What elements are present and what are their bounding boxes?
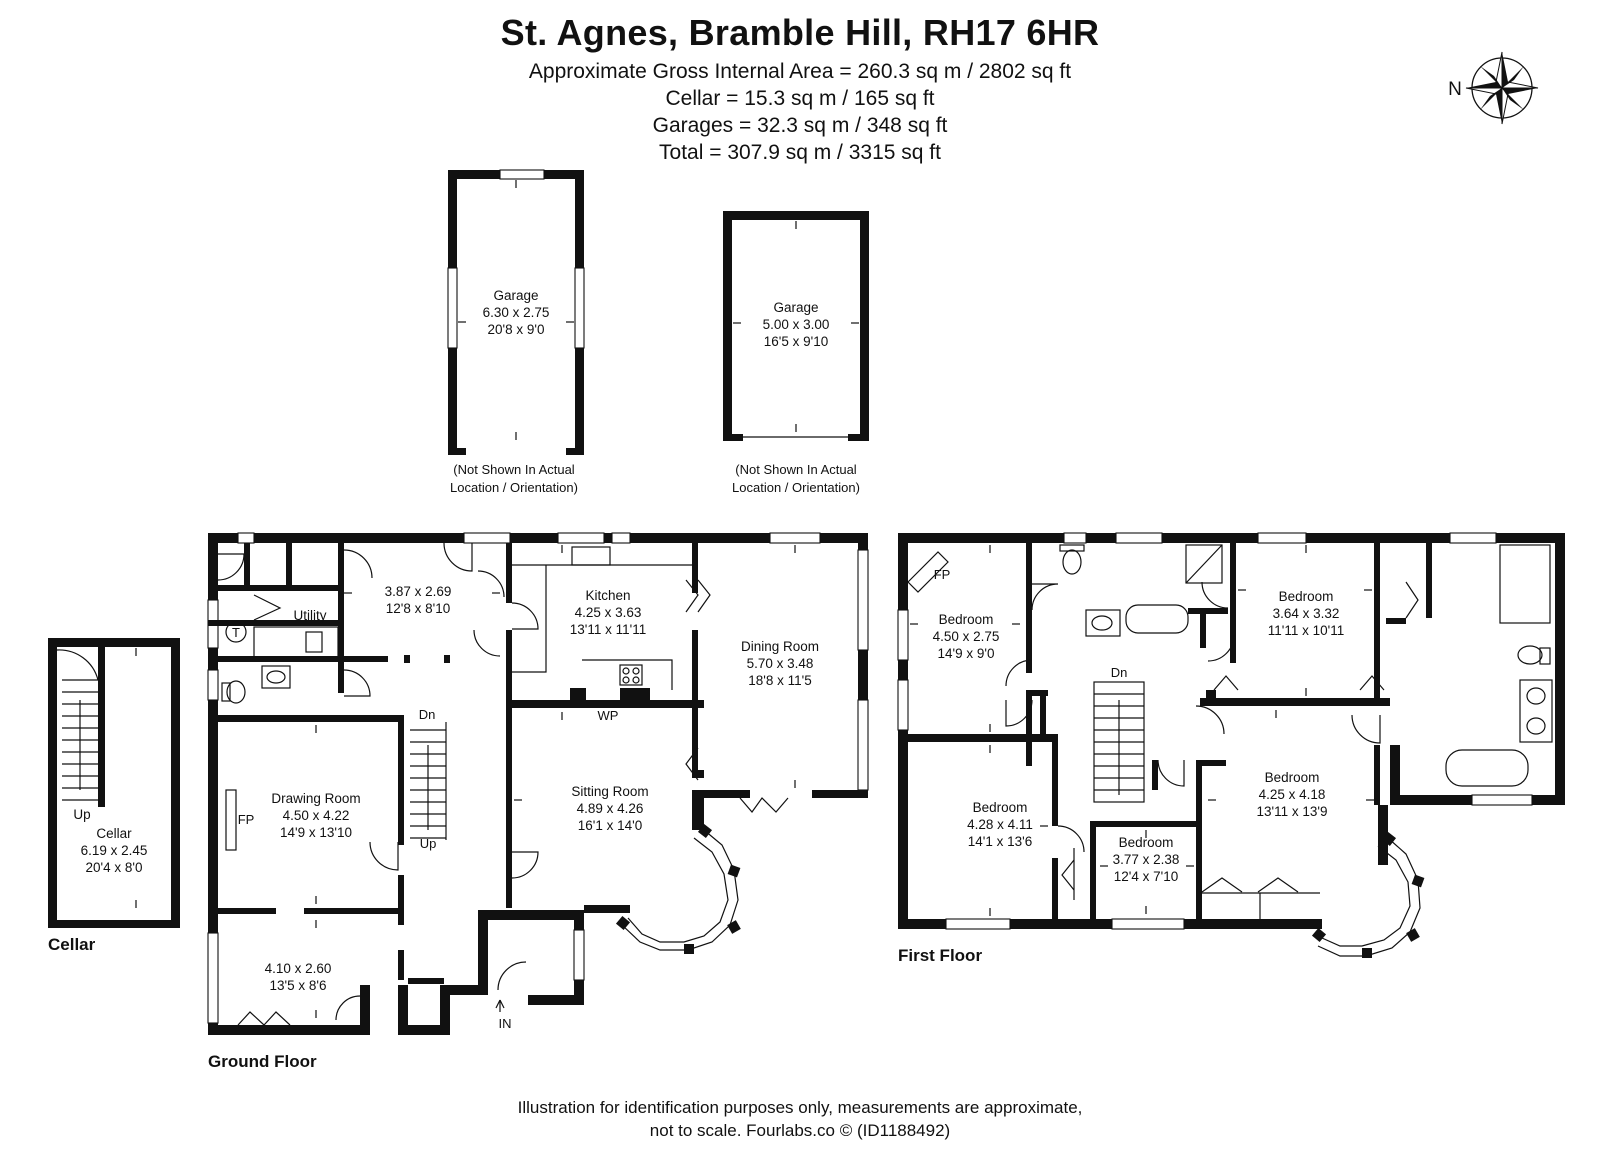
hall-metric: 3.87 x 2.69: [385, 584, 452, 599]
sitting-room-name: Sitting Room: [571, 784, 648, 799]
bedroom-5-imperial: 13'11 x 13'9: [1257, 804, 1328, 819]
area-summary: Approximate Gross Internal Area = 260.3 …: [0, 58, 1600, 166]
first-floor-plan: [897, 532, 1565, 958]
front-room-imperial: 13'5 x 8'6: [270, 978, 327, 993]
dining-room-metric: 5.70 x 3.48: [747, 656, 814, 671]
bedroom-1-name: Bedroom: [939, 612, 994, 627]
garage-1-imperial: 20'8 x 9'0: [488, 322, 545, 337]
garage-1-note-line2: Location / Orientation): [450, 480, 578, 495]
garage-1-plan: [447, 169, 585, 455]
disclaimer-line2: not to scale. Fourlabs.co © (ID1188492): [649, 1121, 951, 1140]
garage-2-name: Garage: [773, 300, 818, 315]
front-room-metric: 4.10 x 2.60: [265, 961, 332, 976]
bedroom-2-name: Bedroom: [1279, 589, 1334, 604]
sitting-room-metric: 4.89 x 4.26: [577, 801, 644, 816]
garage-2-plan: [723, 211, 869, 441]
ground-fireplace-label: FP: [238, 812, 255, 827]
bedroom-1-metric: 4.50 x 2.75: [933, 629, 1000, 644]
dining-room-imperial: 18'8 x 11'5: [748, 673, 811, 688]
entrance-label: IN: [499, 1016, 512, 1031]
drawing-room-metric: 4.50 x 4.22: [283, 808, 350, 823]
bedroom-4-metric: 3.77 x 2.38: [1113, 852, 1180, 867]
bedroom-4-imperial: 12'4 x 7'10: [1114, 869, 1178, 884]
bedroom-3-imperial: 14'1 x 13'6: [968, 834, 1032, 849]
compass-icon: [1465, 51, 1539, 125]
dining-room-name: Dining Room: [741, 639, 819, 654]
stairs-down-label: Dn: [419, 707, 436, 722]
bedroom-2-imperial: 11'11 x 10'11: [1268, 623, 1344, 638]
disclaimer-line1: Illustration for identification purposes…: [517, 1098, 1083, 1117]
sitting-room-imperial: 16'1 x 14'0: [578, 818, 642, 833]
cellar-up-label: Up: [73, 807, 90, 822]
garage-1-note-line1: (Not Shown In Actual: [453, 462, 575, 477]
total-area-line: Total = 307.9 sq m / 3315 sq ft: [659, 141, 941, 164]
tank-label: T: [232, 625, 240, 640]
bedroom-5-metric: 4.25 x 4.18: [1259, 787, 1326, 802]
cellar-area-line: Cellar = 15.3 sq m / 165 sq ft: [665, 87, 935, 110]
garages-area-line: Garages = 32.3 sq m / 348 sq ft: [652, 114, 948, 137]
kitchen-imperial: 13'11 x 11'11: [570, 622, 646, 637]
cellar-room-imperial: 20'4 x 8'0: [86, 860, 143, 875]
drawing-room-imperial: 14'9 x 13'10: [280, 825, 352, 840]
gross-area-line: Approximate Gross Internal Area = 260.3 …: [528, 60, 1072, 83]
cellar-floor-label: Cellar: [48, 935, 96, 954]
disclaimer: Illustration for identification purposes…: [0, 1096, 1600, 1142]
garage-2-note-line2: Location / Orientation): [732, 480, 860, 495]
cellar-plan: [48, 638, 180, 928]
bedroom-2-metric: 3.64 x 3.32: [1273, 606, 1340, 621]
garage-1-name: Garage: [493, 288, 538, 303]
wp-label: WP: [598, 708, 619, 723]
ground-floor-plan: [207, 532, 869, 1035]
garage-2-metric: 5.00 x 3.00: [763, 317, 830, 332]
first-floor-label: First Floor: [898, 946, 982, 965]
garage-2-note-line1: (Not Shown In Actual: [735, 462, 857, 477]
first-stairs-down-label: Dn: [1111, 665, 1128, 680]
bedroom-1-imperial: 14'9 x 9'0: [938, 646, 995, 661]
first-fireplace-label: FP: [934, 567, 951, 582]
kitchen-name: Kitchen: [585, 588, 630, 603]
ground-floor-label: Ground Floor: [208, 1052, 317, 1071]
plan-title: St. Agnes, Bramble Hill, RH17 6HR: [500, 12, 1100, 53]
cellar-room-metric: 6.19 x 2.45: [81, 843, 148, 858]
compass-north-label: N: [1448, 79, 1462, 100]
garage-2-imperial: 16'5 x 9'10: [764, 334, 828, 349]
bedroom-3-metric: 4.28 x 4.11: [967, 817, 1033, 832]
bedroom-5-name: Bedroom: [1265, 770, 1320, 785]
garage-1-metric: 6.30 x 2.75: [483, 305, 550, 320]
cellar-room-name: Cellar: [96, 826, 132, 841]
bedroom-4-name: Bedroom: [1119, 835, 1174, 850]
hall-imperial: 12'8 x 8'10: [386, 601, 450, 616]
drawing-room-name: Drawing Room: [271, 791, 360, 806]
stairs-up-label: Up: [420, 836, 437, 851]
utility-label: Utility: [294, 608, 327, 623]
kitchen-metric: 4.25 x 3.63: [575, 605, 642, 620]
bedroom-3-name: Bedroom: [973, 800, 1028, 815]
